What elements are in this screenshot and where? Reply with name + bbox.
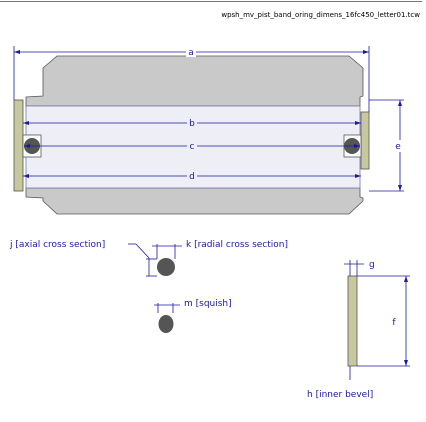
piston-assembly [13,55,370,215]
dimension-k-label: k [radial cross section] [186,240,288,250]
oring-squish: m [squish] [154,299,232,333]
dimension-m-label: m [squish] [184,299,232,309]
dimension-h-label: h [inner bevel] [307,390,373,400]
dimension-b-label: b [189,119,195,129]
dimension-j-label: j [axial cross section] [9,240,105,250]
squished-oring [158,315,174,333]
left-band [13,99,24,192]
dimension-e: e [369,99,405,192]
dimension-e-label: e [395,142,401,152]
piston-bottom-body [25,187,364,215]
dimension-c: c [24,140,360,152]
dimension-f-label: f [392,318,396,328]
oring-cross-section: j [axial cross section] k [radial cross … [9,240,288,277]
dimension-c-label: c [190,142,195,152]
dimension-d-label: d [189,172,195,182]
right-band [360,111,370,170]
band-detail: g f h [inner bevel] [307,260,410,400]
band-detail-strip [347,275,358,367]
piston-top-body [25,55,364,107]
dimension-a-label: a [188,48,194,58]
dimension-g-label: g [369,260,375,270]
dimension-b: b [23,117,361,129]
dimension-a: a [13,46,370,112]
file-name: wpsh_mv_pist_band_oring_dimens_16fc450_l… [221,11,420,19]
cross-section-oring [157,258,175,276]
dimension-d: d [23,170,361,182]
